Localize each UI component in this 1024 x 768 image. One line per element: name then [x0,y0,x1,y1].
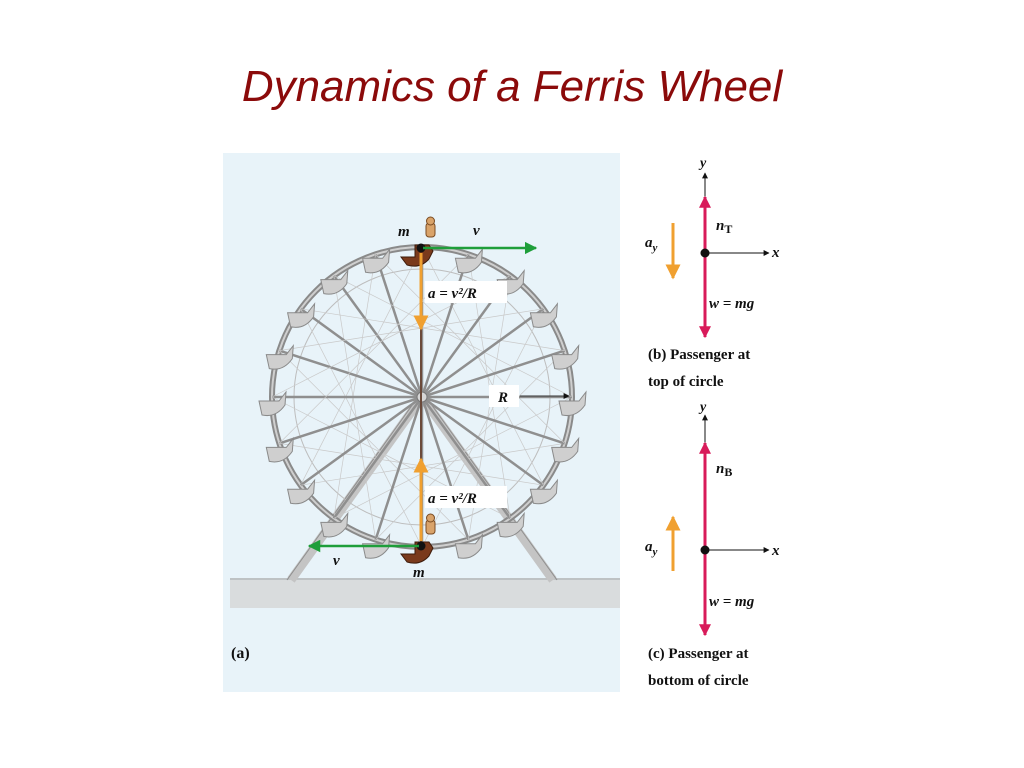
radius-label: R [497,390,508,406]
panel-c-y-label: y [698,400,707,415]
figure-svg: m v a = v²/R R a = v²/R v m (a) y x nT a… [223,153,791,692]
panel-b-weight-label: w = mg [709,296,755,312]
gondola [454,247,484,274]
wheel-spoke [299,307,423,399]
radius-label-bg [489,385,519,407]
gondola [286,302,316,328]
gondola [454,533,484,559]
panel-c-x-label: x [771,543,780,559]
gondola [558,390,587,416]
panel-c-weight-label: w = mg [709,594,755,610]
wheel-brace [333,396,573,519]
panel-c-passenger-dot [700,545,710,555]
wheel-brace [279,350,469,540]
gondola [286,478,316,505]
bottom-velocity-label: v [333,553,340,569]
ferris-wheel-figure: m v a = v²/R R a = v²/R v m (a) y x nT a… [223,153,791,692]
top-accel-label-bg [425,281,507,303]
panel-c-accel-label: ay [645,539,658,558]
panel-c-caption-line2: bottom of circle [648,673,749,689]
gondola [265,436,294,463]
gondola [529,302,559,328]
panel-b-normal-label: nT [716,218,732,236]
wheel-brace [300,246,423,486]
wheel-brace [279,443,544,486]
top-velocity-label: v [473,223,480,239]
bottom-accel-label-bg [425,486,507,508]
panel-b-y-label: y [698,156,707,171]
gondola [320,511,349,538]
wheel-spoke [421,349,566,399]
panel-b-accel-label: ay [645,235,658,254]
wheel-brace [375,254,565,444]
wheel-spoke [420,253,470,398]
gondola [320,268,349,295]
panel-c-normal-label: nB [716,461,732,479]
wheel-brace [333,275,573,398]
wheel-spoke [332,396,424,520]
bottom-accel-label: a = v²/R [428,491,477,507]
wheel-brace [333,254,376,519]
wheel-spoke [299,395,423,487]
panel-b-free-body-diagram [665,172,770,339]
wheel-spokes [271,246,573,548]
panel-b-passenger-dot [700,248,710,258]
top-accel-label: a = v²/R [428,286,477,302]
wheel-brace [300,308,423,548]
wheel-spoke [374,253,424,398]
gondola [258,390,287,416]
slide-title: Dynamics of a Ferris Wheel [241,62,783,111]
wheel-spoke [332,274,424,398]
wheel-spoke [421,395,566,445]
wheel-spoke [421,395,545,487]
gondola [551,343,580,370]
top-mass-label: m [398,224,410,240]
wheel-brace [375,350,565,540]
gondola [551,436,580,463]
wheel-spoke [278,349,423,399]
top-passenger [400,216,436,267]
wheel-spoke [420,396,470,541]
panel-c-free-body-diagram [665,414,770,637]
ground [230,578,620,608]
bottom-mass-label: m [413,565,425,581]
panel-b-caption-line2: top of circle [648,374,724,390]
wheel-brace [300,443,565,486]
panel-b-x-label: x [771,245,780,261]
wheel-brace [333,275,376,540]
wheel-brace [300,308,565,351]
wheel-spoke [278,395,423,445]
panel-c-caption-line1: (c) Passenger at [648,646,749,662]
panel-a-caption: (a) [231,645,250,662]
gondola [361,247,391,274]
bottom-passenger [400,513,436,564]
wheel-brace [279,308,544,351]
gondola [265,343,294,370]
gondola [496,511,525,538]
gondola [529,478,559,505]
panel-b-caption-line1: (b) Passenger at [648,347,750,363]
wheel-spoke [421,307,545,399]
wheel-spoke [374,396,424,541]
